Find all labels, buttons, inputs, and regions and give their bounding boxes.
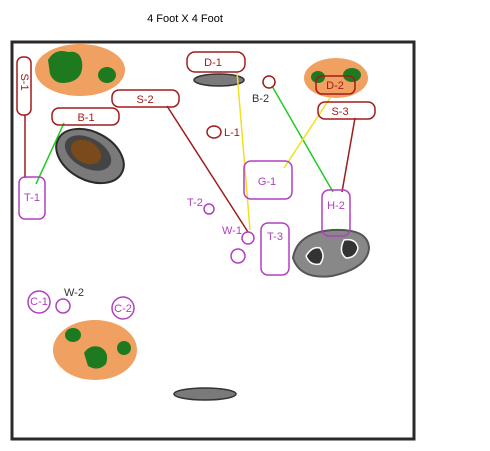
label-s3: S-3	[331, 106, 348, 118]
crater-b1	[55, 127, 125, 185]
label-d2: D-2	[326, 80, 344, 92]
link-d2-g1	[283, 97, 331, 169]
label-h2: H-2	[327, 200, 345, 212]
label-t1: T-1	[24, 192, 40, 204]
marker-w1	[241, 231, 255, 245]
label-l1: L-1	[224, 127, 240, 139]
link-s2-w1	[166, 105, 249, 233]
label-b2: B-2	[252, 93, 269, 105]
diagram-title: 4 Foot X 4 Foot	[147, 13, 223, 25]
link-s3-h2	[341, 117, 356, 193]
label-g1: G-1	[258, 176, 276, 188]
rock-top	[193, 73, 245, 87]
marker-w2	[55, 298, 71, 314]
forest-bottom-left	[53, 320, 137, 380]
marker-b1	[51, 107, 120, 126]
label-s1: S-1	[18, 73, 30, 90]
marker-g1	[243, 160, 293, 200]
marker-s2	[111, 89, 180, 108]
forest-top-right	[304, 58, 368, 98]
marker-h2	[321, 189, 351, 237]
marker-s3	[317, 101, 376, 120]
label-s2: S-2	[136, 94, 153, 106]
table-border	[10, 40, 416, 441]
marker-b2	[262, 75, 276, 89]
marker-d1	[186, 51, 246, 73]
marker-s1	[16, 56, 32, 116]
marker-c1	[27, 290, 51, 314]
crater-h2	[291, 228, 371, 278]
label-c2: C-2	[114, 303, 132, 315]
marker-c2	[111, 296, 135, 320]
link-t1-b1	[35, 122, 65, 185]
label-d1: D-1	[204, 57, 222, 69]
marker-w1-alt	[230, 248, 246, 264]
label-t3: T-3	[267, 231, 283, 243]
forest-top-left	[35, 44, 125, 96]
label-b1: B-1	[77, 112, 94, 124]
marker-t3	[260, 222, 290, 276]
label-c1: C-1	[30, 296, 48, 308]
marker-t1	[18, 176, 46, 220]
link-d1-w1	[236, 71, 251, 231]
marker-d2	[315, 75, 356, 95]
marker-t2	[203, 203, 215, 215]
marker-l1	[206, 125, 222, 139]
label-t2: T-2	[187, 197, 203, 209]
label-w2: W-2	[64, 287, 84, 299]
label-w1: W-1	[222, 225, 242, 237]
rock-bottom	[173, 387, 237, 401]
